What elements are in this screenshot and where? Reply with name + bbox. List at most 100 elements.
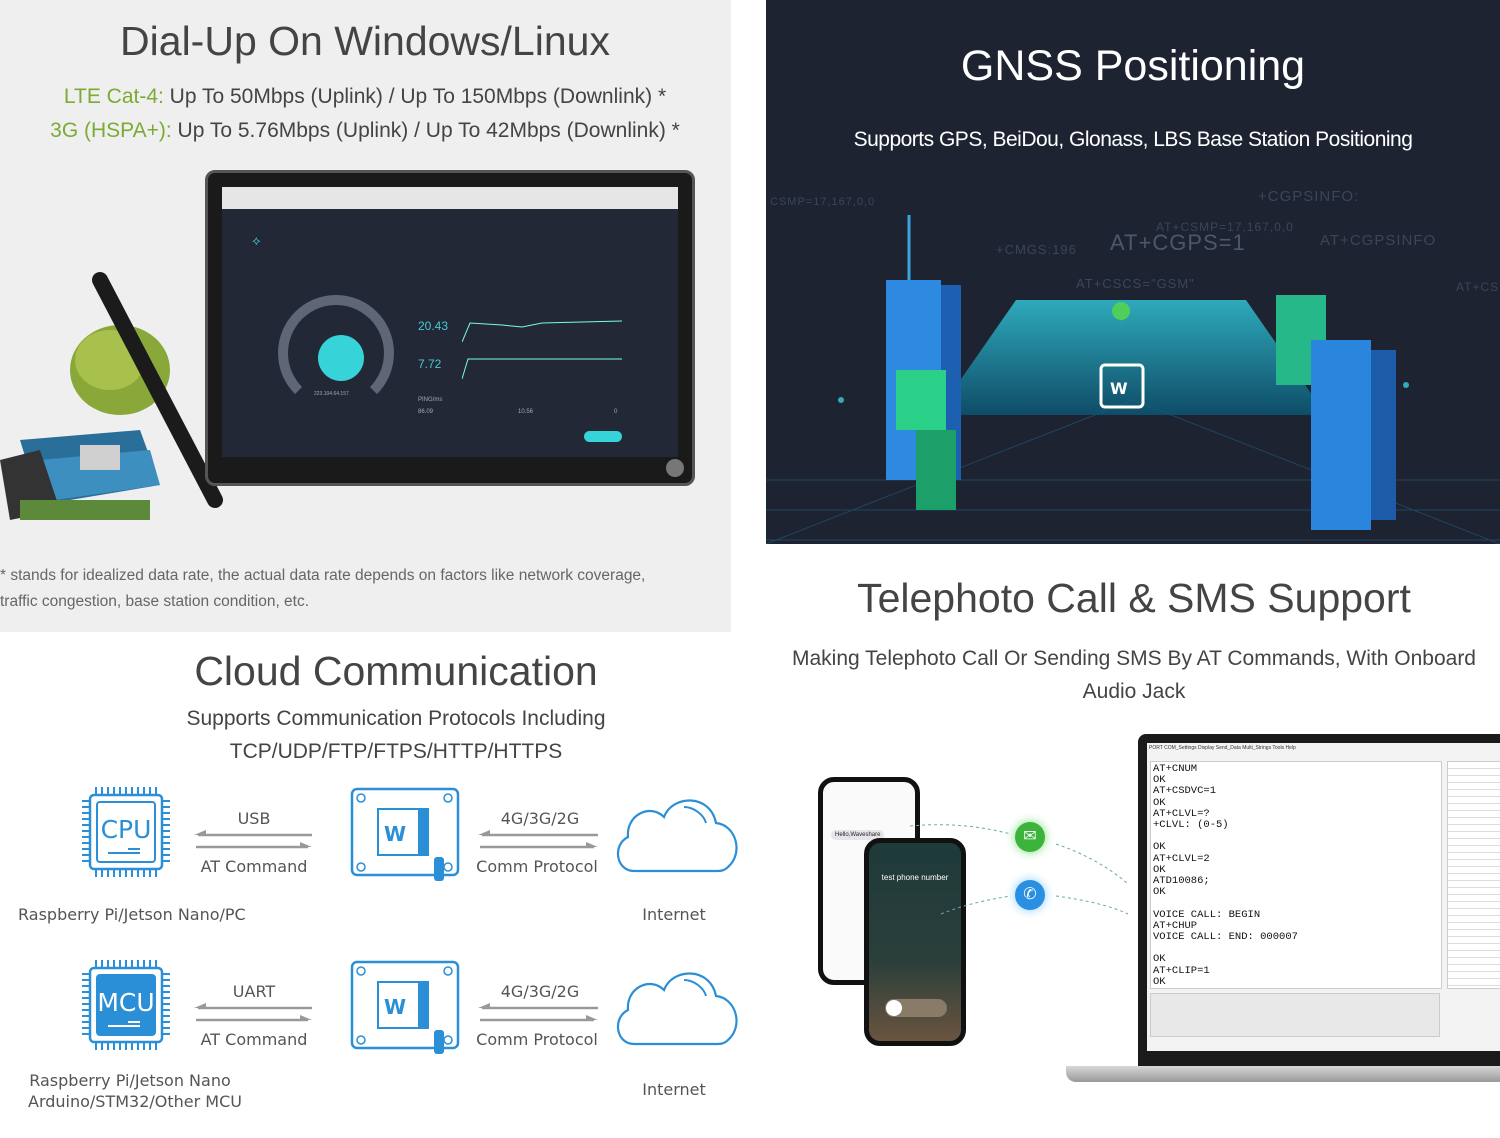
hspa-line: 3G (HSPA+): Up To 5.76Mbps (Uplink) / Up… bbox=[50, 119, 680, 143]
signal-paths bbox=[909, 824, 1129, 915]
cloud-icon bbox=[617, 799, 738, 873]
sim7600-module-icon: W bbox=[350, 960, 460, 1054]
network-label: 4G/3G/2G bbox=[500, 982, 580, 1001]
bg-command: AT+CSMP=17,167,0,0 bbox=[1156, 220, 1294, 234]
laptop-screen: PORT COM_Settings Display Send_Data Mult… bbox=[1138, 734, 1500, 1066]
speedtest-screen: ⟡ 20.43 7.72 PING/ms 86.09 10.56 0 223.1… bbox=[222, 187, 678, 457]
bg-command: AT+CSCS="GSM" bbox=[1076, 276, 1195, 291]
bg-command: AT+CS bbox=[1456, 280, 1500, 294]
speed-chart bbox=[462, 320, 622, 380]
cloud-icon bbox=[617, 972, 738, 1046]
chip-icon: MCU bbox=[82, 960, 170, 1050]
at-command-label: AT Command bbox=[200, 857, 308, 876]
lte-label: LTE Cat-4: bbox=[63, 85, 164, 108]
telephony-title: Telephoto Call & SMS Support bbox=[857, 575, 1411, 621]
building bbox=[1311, 340, 1371, 530]
loss-value: 0 bbox=[614, 409, 618, 415]
ping-value: 86.09 bbox=[418, 409, 434, 415]
host-line-1: Raspberry Pi/Jetson Nano bbox=[29, 1071, 231, 1090]
speedtest-logo-icon: ⟡ bbox=[252, 233, 261, 248]
dialup-title: Dial-Up On Windows/Linux bbox=[120, 18, 610, 64]
footnote-line-1: * stands for idealized data rate, the ac… bbox=[0, 567, 646, 584]
terminal-line: AT+CSDVC=1 bbox=[1153, 785, 1217, 798]
monitor-image: ⟡ 20.43 7.72 PING/ms 86.09 10.56 0 223.1… bbox=[205, 170, 695, 486]
dialup-panel: Dial-Up On Windows/Linux LTE Cat-4: Up T… bbox=[0, 0, 731, 632]
laptop-base bbox=[1066, 1066, 1500, 1082]
bidirectional-arrow-icon bbox=[478, 1003, 598, 1022]
terminal-line: AT+CLVL=2 bbox=[1153, 852, 1210, 865]
link-label: UART bbox=[232, 982, 276, 1001]
sms-icon: ✉ bbox=[1015, 822, 1045, 852]
location-pin-icon bbox=[1112, 302, 1131, 350]
terminal-line: OK bbox=[1153, 975, 1166, 988]
jitter-value: 10.56 bbox=[518, 409, 534, 415]
terminal-line: AT+CLIP=1 bbox=[1153, 964, 1210, 977]
internet-label: Internet bbox=[642, 1080, 706, 1099]
chip-label: MCU bbox=[97, 988, 154, 1017]
gnss-subtitle: Supports GPS, BeiDou, Glonass, LBS Base … bbox=[853, 128, 1413, 151]
signal-dot bbox=[838, 397, 844, 403]
bidirectional-arrow-icon bbox=[194, 1003, 312, 1022]
multi-strings-panel[interactable] bbox=[1447, 761, 1500, 989]
hspa-text: Up To 5.76Mbps (Uplink) / Up To 42Mbps (… bbox=[171, 119, 680, 142]
building-side bbox=[1371, 350, 1396, 520]
terminal-line bbox=[1153, 943, 1439, 954]
terminal-line: AT+CNUM bbox=[1153, 763, 1198, 775]
chip-label: CPU bbox=[101, 815, 152, 844]
retest-button[interactable] bbox=[584, 431, 622, 442]
footnote-line-2: traffic congestion, base station conditi… bbox=[0, 593, 310, 610]
window-menubar[interactable]: PORT COM_Settings Display Send_Data Mult… bbox=[1149, 745, 1296, 751]
cloud-subtitle-1: Supports Communication Protocols Includi… bbox=[186, 707, 606, 730]
call-phone: test phone number bbox=[864, 838, 966, 1046]
caller-name: test phone number bbox=[881, 873, 949, 882]
raspberry-pi-hat-image bbox=[0, 272, 223, 520]
terminal-line: AT+CLVL=? bbox=[1153, 807, 1210, 820]
upload-line bbox=[462, 358, 622, 380]
bg-command: AT+CGPS=1 bbox=[1110, 230, 1246, 255]
slide-to-answer[interactable] bbox=[885, 999, 947, 1017]
sim7600-module-icon: W bbox=[350, 787, 460, 881]
host-line-1: Raspberry Pi/Jetson Nano/PC bbox=[18, 905, 246, 924]
power-button-icon bbox=[666, 459, 684, 477]
diagram-row: CPU USB AT Command W 4G/3G/2G Comm Proto… bbox=[0, 785, 760, 965]
terminal-line: +CLVL: (0-5) bbox=[1153, 819, 1229, 832]
bg-command: +CMGS:196 bbox=[996, 242, 1077, 257]
terminal-line: OK bbox=[1153, 796, 1166, 809]
send-controls[interactable] bbox=[1150, 993, 1440, 1037]
download-line bbox=[462, 320, 622, 343]
comm-protocol-label: Comm Protocol bbox=[476, 857, 598, 876]
signal-dot bbox=[1403, 382, 1409, 388]
building bbox=[896, 370, 946, 430]
terminal-line: OK bbox=[1153, 953, 1166, 966]
telephony-panel: Telephoto Call & SMS Support Making Tele… bbox=[766, 544, 1500, 1111]
bidirectional-arrow-icon bbox=[478, 830, 598, 849]
terminal-line: ATD10086; bbox=[1153, 875, 1210, 888]
hspa-label: 3G (HSPA+): bbox=[50, 119, 172, 142]
diagram-row: MCU UART AT Command W 4G/3G/2G Comm Prot… bbox=[0, 958, 760, 1138]
network-label: 4G/3G/2G bbox=[500, 809, 580, 828]
answer-handle[interactable] bbox=[886, 1000, 902, 1016]
telephony-subtitle-1: Making Telephoto Call Or Sending SMS By … bbox=[792, 647, 1476, 670]
ping-label: PING/ms bbox=[418, 397, 443, 403]
terminal-line: OK bbox=[1153, 774, 1166, 787]
download-value: 20.43 bbox=[418, 319, 449, 333]
host-line-2: Arduino/STM32/Other MCU bbox=[28, 1092, 242, 1111]
sscom-window: PORT COM_Settings Display Send_Data Mult… bbox=[1147, 743, 1500, 1051]
comm-protocol-label: Comm Protocol bbox=[476, 1030, 598, 1049]
bg-command: CSMP=17,167,0,0 bbox=[770, 196, 876, 208]
svg-text:W: W bbox=[384, 822, 406, 846]
at-command-label: AT Command bbox=[200, 1030, 308, 1049]
start-button[interactable] bbox=[318, 335, 364, 381]
bg-command: +CGPSINFO: bbox=[1258, 188, 1360, 205]
ip-address: 223.104.64.157 bbox=[314, 391, 349, 397]
speed-gauge bbox=[278, 295, 394, 411]
upload-value: 7.72 bbox=[418, 357, 442, 371]
phone-icon: ✆ bbox=[1015, 880, 1045, 910]
cloud-title: Cloud Communication bbox=[194, 648, 598, 694]
telephony-subtitle-2: Audio Jack bbox=[1082, 680, 1186, 703]
browser-toolbar bbox=[222, 187, 678, 209]
lte-line: LTE Cat-4: Up To 50Mbps (Uplink) / Up To… bbox=[64, 85, 666, 109]
